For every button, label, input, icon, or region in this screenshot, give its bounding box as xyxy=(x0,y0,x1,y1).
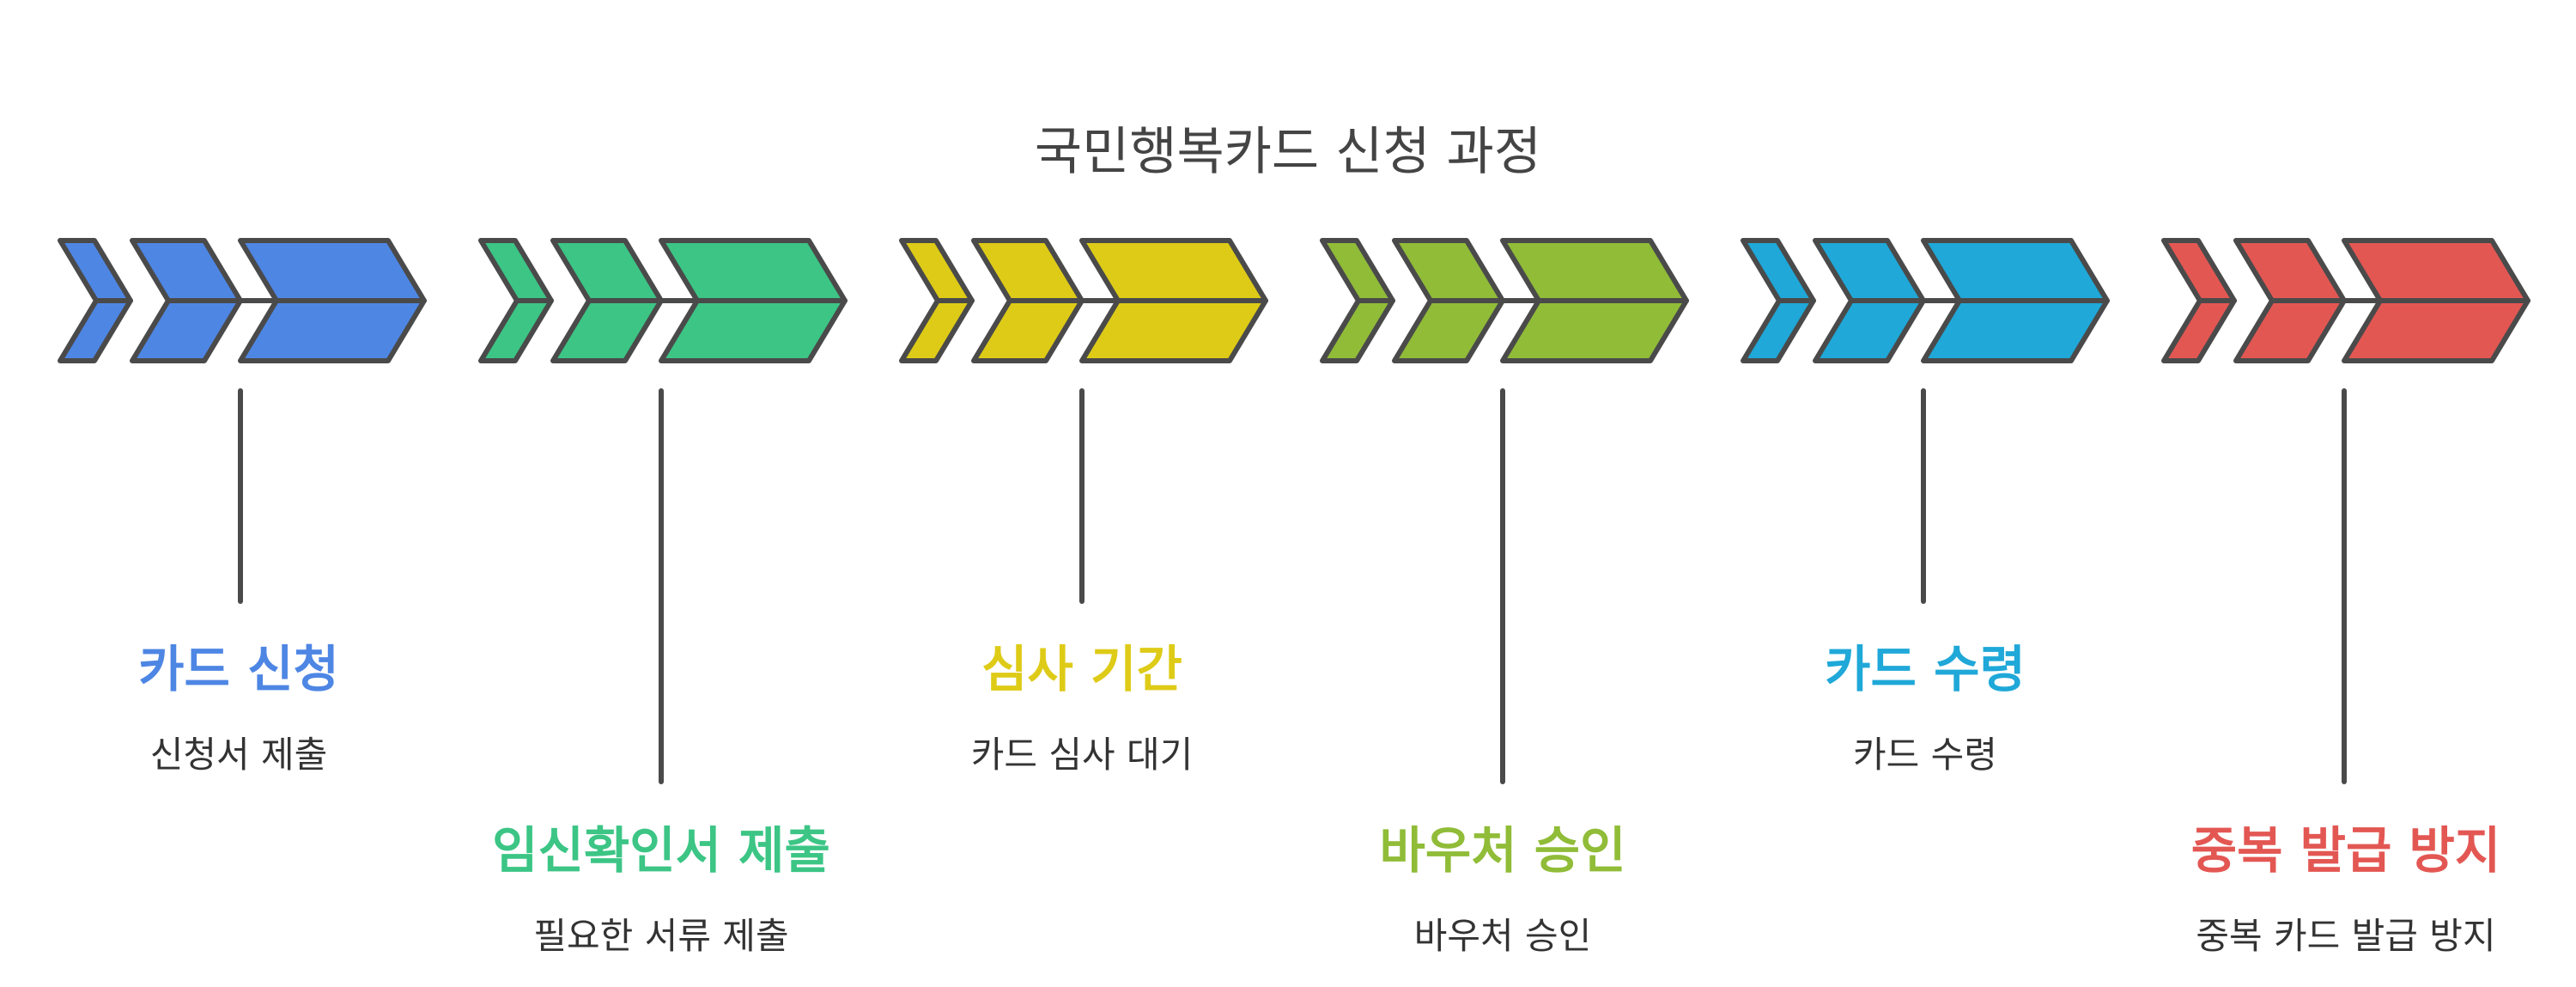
step-5-title: 카드 수령 xyxy=(1825,640,2026,698)
step-3-title: 심사 기간 xyxy=(981,640,1182,698)
step-2-title: 임신확인서 제출 xyxy=(492,821,830,880)
step-6-title: 중복 발급 방지 xyxy=(2190,821,2501,880)
step-3-desc: 카드 심사 대기 xyxy=(970,734,1194,776)
diagram-title: 국민행복카드 신청 과정 xyxy=(1034,122,1542,182)
step-1-title: 카드 신청 xyxy=(138,640,339,698)
step-4-title: 바우처 승인 xyxy=(1379,821,1626,880)
step-2-desc: 필요한 서류 제출 xyxy=(533,915,789,957)
step-6-desc: 중복 카드 발급 방지 xyxy=(2196,915,2496,957)
step-4-desc: 바우처 승인 xyxy=(1413,915,1592,957)
step-5-desc: 카드 수령 xyxy=(1853,734,1997,776)
step-1-desc: 신청서 제출 xyxy=(149,734,328,776)
